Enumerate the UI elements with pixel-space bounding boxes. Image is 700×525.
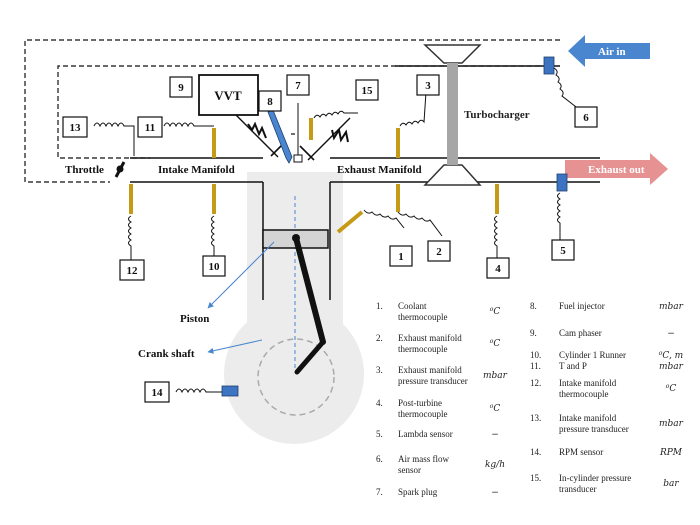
legend-left-unit-4: − xyxy=(491,430,499,440)
legend-left-desc-2-0: Exhaust manifold xyxy=(398,365,462,375)
legend-left-desc-3-1: thermocouple xyxy=(398,409,447,419)
legend-left-desc-3-0: Post-turbine xyxy=(398,398,442,408)
sensor-wires xyxy=(93,67,581,394)
legend-right-desc-4-1: thermocouple xyxy=(559,389,608,399)
legend-right-num-5: 13. xyxy=(530,413,541,423)
dashed-control-lines xyxy=(24,39,560,183)
engine-body xyxy=(224,172,364,444)
legend-right-unit-5: mbar xyxy=(659,419,684,429)
legend-right-desc-7-0: In-cylinder pressure xyxy=(559,473,631,483)
legend-left-num-6: 7. xyxy=(376,487,383,497)
legend-right-num-1: 9. xyxy=(530,328,537,338)
legend-left-unit-1: ⁰C xyxy=(489,339,501,349)
marker-8: 8 xyxy=(267,96,273,108)
legend-right-unit-3: mbar xyxy=(659,362,684,372)
exhaust-out-arrow: Exhaust out xyxy=(565,153,668,185)
legend-right-num-4: 12. xyxy=(530,378,541,388)
exhaust-manifold-label: Exhaust Manifold xyxy=(337,164,422,176)
legend-left-desc-0-1: thermocouple xyxy=(398,312,447,322)
component-labels: Throttle Intake Manifold Exhaust Manifol… xyxy=(65,164,422,360)
marker-10: 10 xyxy=(209,261,221,273)
legend-left-unit-2: mbar xyxy=(483,371,508,381)
legend-right-num-0: 8. xyxy=(530,301,537,311)
legend-right-num-2: 10. xyxy=(530,350,541,360)
marker-14: 14 xyxy=(152,387,164,399)
legend-left-num-4: 5. xyxy=(376,429,383,439)
marker-boxes xyxy=(62,74,598,403)
piston xyxy=(257,196,335,416)
pointer-lines xyxy=(207,241,275,354)
legend-right-unit-6: RPM xyxy=(659,448,683,458)
legend-right-desc-3-0: T and P xyxy=(559,361,587,371)
turbocharger-label: Turbocharger xyxy=(464,109,530,121)
vvt-label: VVT xyxy=(214,88,242,103)
legend-right-unit-0: mbar xyxy=(659,302,684,312)
throttle xyxy=(114,161,126,178)
air-in-arrow: Air in xyxy=(568,35,650,67)
legend-left-desc-5-0: Air mass flow xyxy=(398,454,449,464)
marker-3: 3 xyxy=(425,80,431,92)
marker-6: 6 xyxy=(583,112,589,124)
legend-right-desc-2-0: Cylinder 1 Runner xyxy=(559,350,626,360)
legend-left-desc-1-1: thermocouple xyxy=(398,344,447,354)
marker-5: 5 xyxy=(560,245,566,257)
throttle-label: Throttle xyxy=(65,164,104,176)
marker-4: 4 xyxy=(495,263,501,275)
legend-right-num-7: 15. xyxy=(530,473,541,483)
legend-left-desc-1-0: Exhaust manifold xyxy=(398,333,462,343)
legend-right-desc-7-1: transducer xyxy=(559,484,596,494)
legend-left-unit-0: ⁰C xyxy=(489,307,501,317)
legend-left-unit-6: − xyxy=(491,488,499,498)
legend-left-desc-6-0: Spark plug xyxy=(398,487,438,497)
legend-right-num-3: 11. xyxy=(530,361,541,371)
intake-manifold-label: Intake Manifold xyxy=(158,164,235,176)
legend-right-desc-4-0: Intake manifold xyxy=(559,378,617,388)
legend-right-unit-2: ⁰C, m xyxy=(658,351,683,361)
marker-2: 2 xyxy=(436,246,442,258)
legend-left-num-5: 6. xyxy=(376,454,383,464)
legend-right: 8. Fuel injector mbar 9. Cam phaser − 10. Cylin… xyxy=(530,301,684,494)
legend-right-unit-7: bar xyxy=(663,479,679,489)
legend-right-desc-6-0: RPM sensor xyxy=(559,447,603,457)
legend-left-num-3: 4. xyxy=(376,398,383,408)
marker-1: 1 xyxy=(398,251,404,263)
piston-label: Piston xyxy=(180,313,209,325)
marker-7: 7 xyxy=(295,80,301,92)
legend-right-unit-4: ⁰C xyxy=(665,384,677,394)
legend-right-num-6: 14. xyxy=(530,447,541,457)
marker-12: 12 xyxy=(127,265,139,277)
turbocharger: Turbocharger xyxy=(423,44,530,186)
legend-left-desc-2-1: pressure transducer xyxy=(398,376,468,386)
marker-13: 13 xyxy=(70,122,82,134)
marker-9: 9 xyxy=(178,82,184,94)
legend-left-desc-4-0: Lambda sensor xyxy=(398,429,453,439)
marker-15: 15 xyxy=(362,85,374,97)
air-in-label: Air in xyxy=(598,46,626,58)
legend-left-num-1: 2. xyxy=(376,333,383,343)
vvt-unit: VVT xyxy=(198,74,351,161)
marker-11: 11 xyxy=(145,122,155,134)
marker-numbers: 1 2 3 4 5 6 7 8 9 10 11 12 13 14 15 xyxy=(70,80,590,399)
legend-left-desc-5-1: sensor xyxy=(398,465,421,475)
legend-right-desc-5-0: Intake manifold xyxy=(559,413,617,423)
crank-shaft-label: Crank shaft xyxy=(138,348,195,360)
sensor-probes xyxy=(129,128,499,234)
blue-sensors xyxy=(221,56,568,397)
legend-right-desc-1-0: Cam phaser xyxy=(559,328,602,338)
legend-left-num-2: 3. xyxy=(376,365,383,375)
spark-plug xyxy=(291,103,303,163)
legend-left-unit-3: ⁰C xyxy=(489,404,501,414)
legend-right-desc-5-1: pressure transducer xyxy=(559,424,629,434)
legend-left-unit-5: kg/h xyxy=(485,460,505,470)
legend-right-unit-1: − xyxy=(667,329,675,339)
legend-left-num-0: 1. xyxy=(376,301,383,311)
legend-left-desc-0-0: Coolant xyxy=(398,301,427,311)
exhaust-out-label: Exhaust out xyxy=(588,164,645,176)
legend-right-desc-0-0: Fuel injector xyxy=(559,301,605,311)
